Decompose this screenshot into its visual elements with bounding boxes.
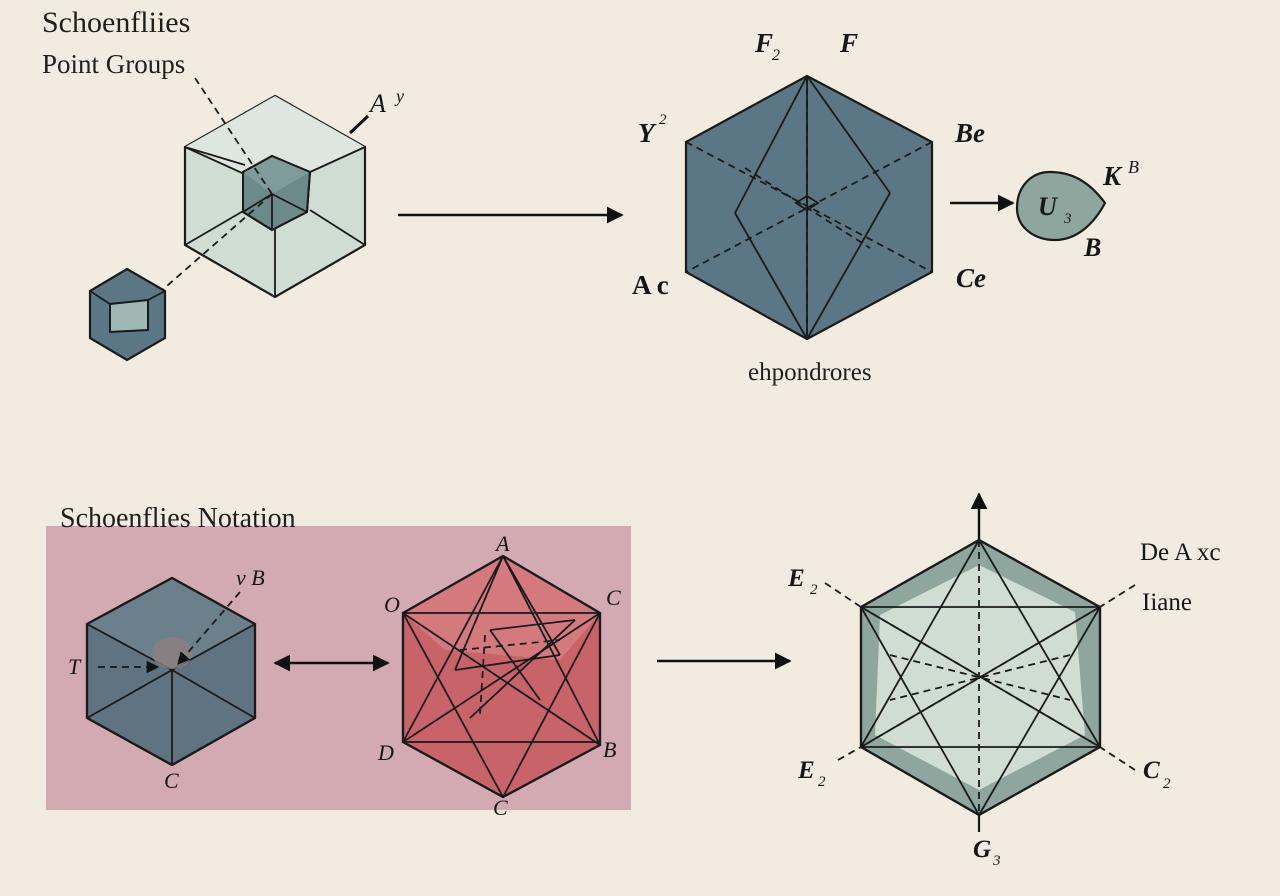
blob-label: U xyxy=(1038,192,1058,221)
blob-label-sub: 3 xyxy=(1063,211,1072,227)
bottom-left-group: Schoenflies Notation v B T C xyxy=(46,503,792,820)
label-be: Be xyxy=(954,118,985,148)
arrow-vb xyxy=(177,591,241,665)
caption-ehpondrores: ehpondrores xyxy=(748,359,872,386)
small-slate-hexagon xyxy=(88,267,167,362)
label-ac: A c xyxy=(632,270,669,300)
top-right-group: F 2 F Y 2 Be A c Ce ehpondrores U 3 K B … xyxy=(632,28,1139,386)
label-k: K xyxy=(1102,161,1123,191)
label-o: O xyxy=(384,592,400,617)
label-t: T xyxy=(68,654,82,679)
panel-title: Schoenflies Notation xyxy=(60,503,296,534)
title-schoenfliies: Schoenfliies xyxy=(42,6,190,39)
slate-cube xyxy=(85,576,257,767)
label-a: A xyxy=(368,89,386,118)
label-vb: v B xyxy=(236,565,265,590)
label-k-sup: B xyxy=(1128,157,1139,177)
label-iiane: Iiane xyxy=(1142,589,1192,616)
label-b-poly: B xyxy=(603,737,616,762)
label-c2: C xyxy=(1143,757,1160,784)
teardrop-shape xyxy=(1015,170,1107,242)
label-a-superscript: y xyxy=(394,86,404,106)
label-deaxc: De A xc xyxy=(1140,539,1221,566)
label-f2: F xyxy=(754,28,773,58)
label-a-top: A xyxy=(494,531,510,556)
label-y-sup: 2 xyxy=(659,112,667,128)
label-ce: Ce xyxy=(956,263,986,293)
label-e2-bottom-sub: 2 xyxy=(818,774,826,790)
red-polyhedron xyxy=(401,554,602,799)
axis-dashed-lower xyxy=(159,193,273,293)
label-pointer xyxy=(348,114,370,135)
label-e2-top-sub: 2 xyxy=(810,582,818,598)
label-g3-sub: 3 xyxy=(992,853,1001,869)
bottom-right-group: De A xc Iiane E 2 E 2 C 2 G 3 xyxy=(787,492,1221,869)
label-g3: G xyxy=(973,836,991,863)
label-e2-bottom: E xyxy=(797,757,815,784)
title-point-groups: Point Groups xyxy=(42,49,185,79)
slate-hexagon xyxy=(684,74,934,341)
label-b: B xyxy=(1083,233,1101,262)
label-f: F xyxy=(839,28,858,58)
label-d: D xyxy=(377,740,394,765)
label-y: Y xyxy=(638,118,657,148)
label-f2-sub: 2 xyxy=(772,47,780,64)
label-c-bottom: C xyxy=(493,795,508,820)
large-light-cube xyxy=(183,94,367,299)
label-c-right: C xyxy=(606,585,621,610)
label-e2-top: E xyxy=(787,565,805,592)
top-left-group: Schoenfliies Point Groups A y xyxy=(42,6,624,362)
label-cube-c: C xyxy=(164,768,179,793)
label-c2-sub: 2 xyxy=(1163,776,1171,792)
